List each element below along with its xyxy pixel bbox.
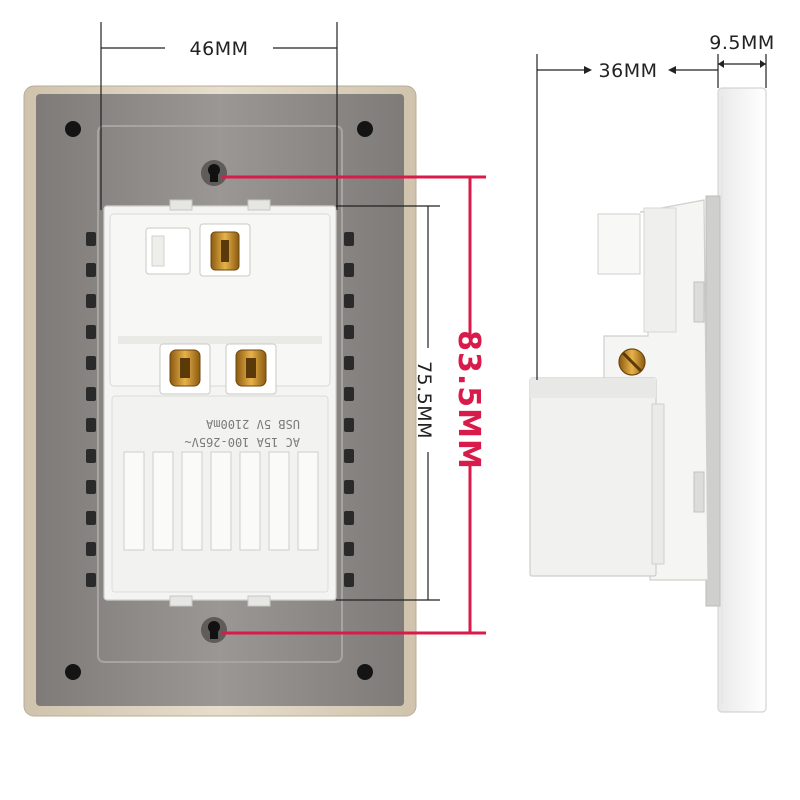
latch-slot <box>344 387 354 401</box>
vent-rib <box>239 451 261 551</box>
latch-slot <box>86 294 96 308</box>
brass-contact-icon <box>225 343 277 395</box>
face-plate <box>717 87 767 713</box>
latch-slot <box>344 263 354 277</box>
side-view <box>529 87 767 713</box>
latch-slot <box>344 325 354 339</box>
vent-rib <box>268 451 290 551</box>
front-dimensions: 46MM 75.5MM 83.5MM <box>100 22 486 635</box>
latch-slots <box>86 232 354 587</box>
module-height-label: 75.5MM <box>413 361 435 439</box>
latch-slot <box>86 232 96 246</box>
latch-slot <box>86 542 96 556</box>
vent-rib <box>123 451 145 551</box>
vent-ribs <box>123 451 319 551</box>
latch-slot <box>344 573 354 587</box>
vent-rib <box>181 451 203 551</box>
vent-rib <box>210 451 232 551</box>
vent-rib <box>152 451 174 551</box>
latch-slot <box>86 387 96 401</box>
brass-contact-icon <box>199 223 251 277</box>
plug-tab <box>597 213 641 275</box>
lower-module-box <box>529 377 657 577</box>
latch-slot <box>86 263 96 277</box>
latch-slot <box>86 325 96 339</box>
latch-slot <box>344 232 354 246</box>
latch-slot <box>86 480 96 494</box>
latch-slot <box>86 356 96 370</box>
terminal-screw-icon <box>618 348 646 376</box>
spec-line-2: USB 5V 2100mA <box>205 417 300 431</box>
module-tab <box>169 199 193 211</box>
width-dimension-label: 46MM <box>190 38 249 60</box>
latch-slot <box>86 573 96 587</box>
corner-hole-icon <box>65 121 81 137</box>
side-dimensions: 36MM 9.5MM <box>536 32 775 380</box>
latch-slot <box>86 418 96 432</box>
latch-slot <box>344 511 354 525</box>
latch-slot <box>344 480 354 494</box>
thickness-dimension-label: 9.5MM <box>709 32 775 54</box>
module-tab <box>247 199 271 211</box>
brass-contact-icon <box>159 343 211 395</box>
latch-slot <box>344 418 354 432</box>
latch-slot <box>86 511 96 525</box>
keyhole-bottom-icon <box>201 617 227 643</box>
module-tab <box>169 595 193 607</box>
latch-slot <box>86 449 96 463</box>
mount-spacing-label: 83.5MM <box>451 330 486 470</box>
latch-slot <box>344 294 354 308</box>
latch-slot <box>344 356 354 370</box>
inner-ridge <box>97 125 343 663</box>
depth-dimension-label: 36MM <box>599 60 658 82</box>
latch-slot <box>344 542 354 556</box>
front-view: USB 5V 2100mA AC 15A 100-265V~ <box>23 85 417 717</box>
corner-hole-icon <box>357 664 373 680</box>
module-tab <box>247 595 271 607</box>
corner-hole-icon <box>357 121 373 137</box>
spec-line-1: AC 15A 100-265V~ <box>184 435 300 449</box>
corner-hole-icon <box>65 664 81 680</box>
keyhole-top-icon <box>201 160 227 186</box>
vent-rib <box>297 451 319 551</box>
latch-slot <box>344 449 354 463</box>
